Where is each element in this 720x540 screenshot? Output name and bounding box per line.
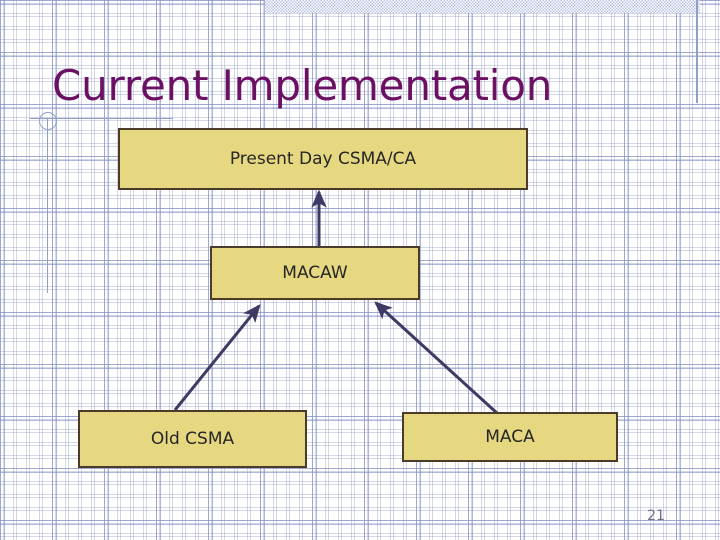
page-title: Current Implementation xyxy=(52,61,553,110)
diagram-node-label: MACAW xyxy=(282,263,348,283)
diagram-node-present-day-csma-ca: Present Day CSMA/CA xyxy=(118,128,528,190)
diagram-node-maca: MACA xyxy=(402,412,618,462)
diagram-node-label: Old CSMA xyxy=(150,429,235,449)
diagram-node-macaw: MACAW xyxy=(210,246,420,300)
diagram-node-old-csma: Old CSMA xyxy=(78,410,307,468)
vertical-accent-decoration xyxy=(47,118,48,293)
page-number: 21 xyxy=(647,508,665,524)
horizontal-rule-decoration xyxy=(30,118,173,119)
arrow-maca-to-macaw xyxy=(374,301,500,416)
checkered-band-decoration xyxy=(265,0,700,13)
arrow-oldcsma-to-macaw xyxy=(173,304,261,411)
diagram-node-label: MACA xyxy=(485,427,535,447)
vertical-rule-decoration xyxy=(696,0,698,103)
circle-ornament-icon xyxy=(39,112,57,130)
diagram-node-label: Present Day CSMA/CA xyxy=(229,149,417,169)
